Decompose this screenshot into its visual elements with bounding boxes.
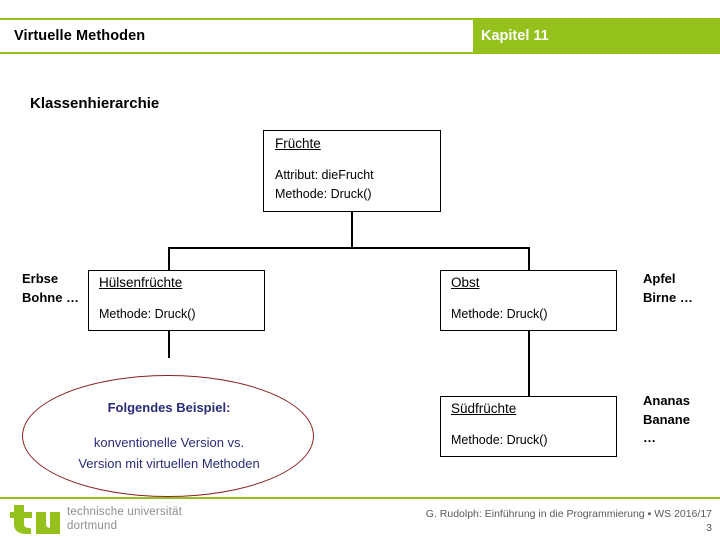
class-name-suedfruechte: Südfrüchte	[451, 401, 517, 416]
class-name-huelsenfruechte: Hülsenfrüchte	[99, 275, 183, 290]
connector-root-vertical	[351, 212, 353, 248]
instance-list-suedfruechte: Ananas Banane …	[643, 393, 690, 445]
page-title: Virtuelle Methoden	[14, 28, 146, 44]
tu-dortmund-logo: technische universität dortmund	[10, 503, 210, 537]
instance-list-huelsenfruechte: Erbse Bohne …	[22, 271, 80, 305]
class-name-fruechte: Früchte	[275, 136, 321, 151]
tu-logo-icon	[10, 505, 60, 534]
connector-obst-to-suedfruechte	[528, 331, 530, 397]
footer-credit: G. Rudolph: Einführung in die Programmie…	[425, 508, 712, 520]
connector-huelsenfruechte-stub	[168, 331, 170, 358]
callout-heading: Folgendes Beispiel:	[107, 400, 231, 415]
tu-logo-text: technische universität dortmund	[67, 505, 182, 533]
callout-line-1: konventionelle Version vs.	[93, 435, 245, 450]
tu-logo-line-1: technische universität	[67, 506, 182, 518]
footer-page-number: 3	[706, 522, 712, 534]
class-method-huelsenfruechte: Methode: Druck()	[99, 307, 196, 321]
class-box-suedfruechte: Südfrüchte Methode: Druck()	[440, 396, 617, 457]
connector-to-obst	[528, 247, 530, 271]
connector-root-horizontal	[168, 247, 530, 249]
callout-ellipse: Folgendes Beispiel: konventionelle Versi…	[22, 375, 314, 497]
class-method-fruechte: Methode: Druck()	[275, 187, 372, 201]
class-box-obst: Obst Methode: Druck()	[440, 270, 617, 331]
class-name-obst: Obst	[451, 275, 480, 290]
footer-divider	[0, 497, 720, 499]
instance-list-obst: Apfel Birne …	[643, 271, 693, 305]
tu-logo-line-2: dortmund	[67, 520, 118, 532]
class-box-huelsenfruechte: Hülsenfrüchte Methode: Druck()	[88, 270, 265, 331]
chapter-label: Kapitel 11	[481, 28, 549, 44]
section-heading: Klassenhierarchie	[30, 95, 160, 112]
class-method-suedfruechte: Methode: Druck()	[451, 433, 548, 447]
class-method-obst: Methode: Druck()	[451, 307, 548, 321]
callout-line-2: Version mit virtuellen Methoden	[78, 456, 260, 471]
class-box-fruechte: Früchte Attribut: dieFrucht Methode: Dru…	[263, 130, 441, 212]
slide-header-bar	[0, 18, 720, 54]
callout-body: konventionelle Version vs. Version mit v…	[23, 432, 315, 474]
class-attribute-fruechte: Attribut: dieFrucht	[275, 168, 374, 182]
header-white-panel	[0, 20, 473, 52]
connector-to-huelsenfruechte	[168, 247, 170, 271]
